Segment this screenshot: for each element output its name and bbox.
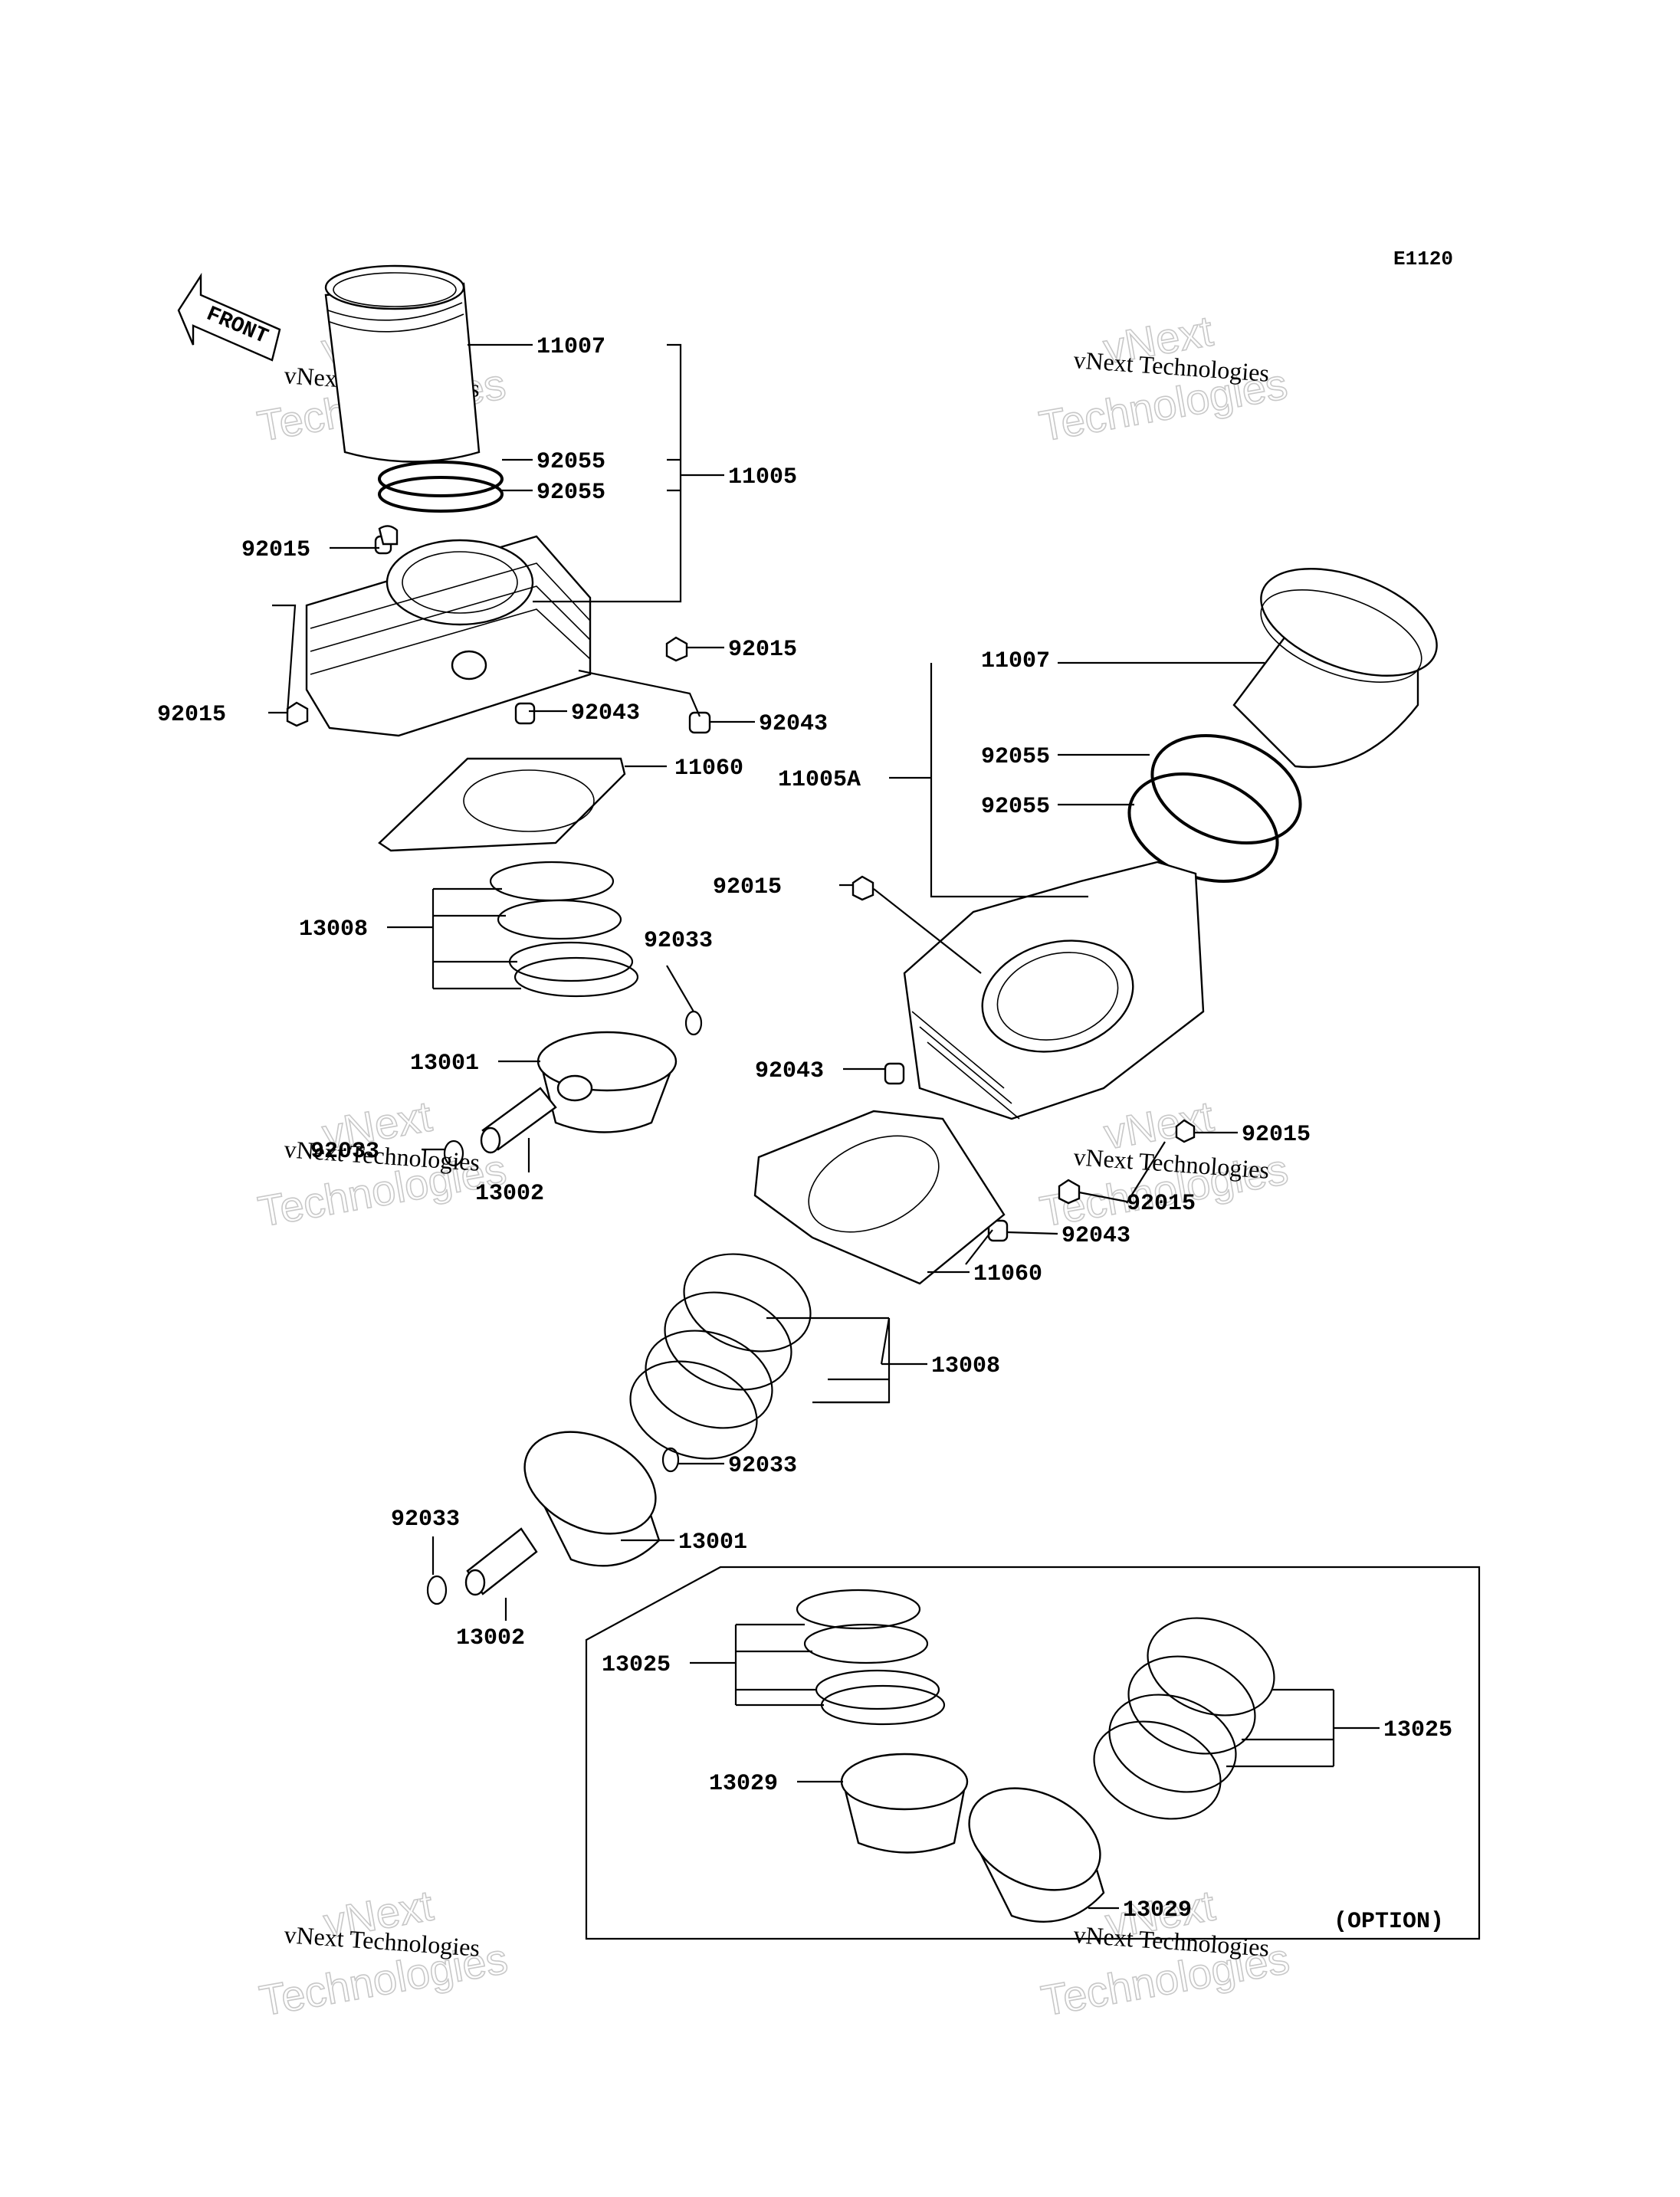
callouts: 11007 92055 92055 11005 92015 92015 9201… — [157, 334, 1452, 1923]
left-piston-pin — [480, 1087, 557, 1154]
callout-92043-lower-2: 92043 — [1061, 1223, 1130, 1249]
option-left-rings — [796, 1589, 946, 1726]
callout-92033-lower-2: 92033 — [391, 1507, 460, 1533]
callout-92043-upper-1: 92043 — [571, 700, 640, 726]
callout-92043-upper-2: 92043 — [759, 711, 828, 737]
callout-13002-upper: 13002 — [475, 1181, 544, 1207]
leader-lines — [268, 343, 1380, 1910]
option-left-piston — [840, 1753, 969, 1854]
left-piston-rings — [489, 861, 639, 998]
callout-92033-lower-1: 92033 — [728, 1453, 797, 1479]
callout-11005: 11005 — [728, 464, 797, 490]
front-arrow-icon: FRONT — [177, 272, 281, 362]
left-head-gasket — [378, 757, 626, 852]
left-piston — [443, 1010, 703, 1167]
callout-11007-lower: 11007 — [981, 648, 1050, 674]
right-piston — [426, 1431, 680, 1605]
callout-13025-left: 13025 — [602, 1652, 671, 1678]
left-cylinder-block — [305, 535, 592, 737]
callout-13002-lower: 13002 — [456, 1625, 525, 1651]
callout-92015-upper-3: 92015 — [157, 702, 226, 728]
right-small-parts — [884, 1062, 1196, 1242]
left-orings — [378, 461, 504, 513]
callout-13029-right: 13029 — [1123, 1897, 1192, 1923]
callout-13008-lower: 13008 — [931, 1353, 1000, 1379]
left-cylinder-sleeve — [324, 264, 481, 463]
callout-13029-left: 13029 — [709, 1771, 778, 1797]
callout-92033-upper-1: 92033 — [644, 928, 713, 954]
callout-13001-lower: 13001 — [678, 1530, 747, 1556]
callout-92055-upper-2: 92055 — [536, 480, 605, 506]
callout-92043-lower-1: 92043 — [755, 1058, 824, 1084]
callout-11060-upper: 11060 — [674, 756, 743, 782]
callout-13025-right: 13025 — [1383, 1717, 1452, 1743]
callout-92033-upper-2: 92033 — [310, 1139, 379, 1165]
option-label: (OPTION) — [1334, 1909, 1444, 1935]
diagram-code: E1120 — [1393, 248, 1453, 271]
callout-11005a: 11005A — [778, 767, 861, 793]
callout-92015-upper-1: 92015 — [241, 537, 310, 563]
callout-92015-upper-2: 92015 — [728, 637, 797, 663]
callout-11060-lower: 11060 — [973, 1261, 1042, 1287]
callout-92015-lower-3: 92015 — [1127, 1191, 1196, 1217]
option-box: (OPTION) — [585, 1566, 1481, 1940]
option-right-piston — [968, 1787, 1105, 1923]
callout-92015-lower-1: 92015 — [713, 874, 782, 900]
callout-11007-upper: 11007 — [536, 334, 605, 360]
callout-92015-lower-2: 92015 — [1242, 1122, 1311, 1148]
callout-92055-upper-1: 92055 — [536, 449, 605, 475]
callout-13001-upper: 13001 — [410, 1051, 479, 1077]
right-cylinder-block — [851, 861, 1205, 1120]
right-head-gasket — [753, 1110, 1006, 1285]
option-right-rings — [1093, 1617, 1275, 1820]
callout-92055-lower-1: 92055 — [981, 744, 1050, 770]
right-piston-pin — [464, 1527, 538, 1596]
right-cylinder-sleeve — [1232, 568, 1438, 769]
callout-92055-lower-2: 92055 — [981, 794, 1050, 820]
callout-13008-upper: 13008 — [299, 917, 368, 943]
right-piston-rings — [629, 1253, 812, 1460]
